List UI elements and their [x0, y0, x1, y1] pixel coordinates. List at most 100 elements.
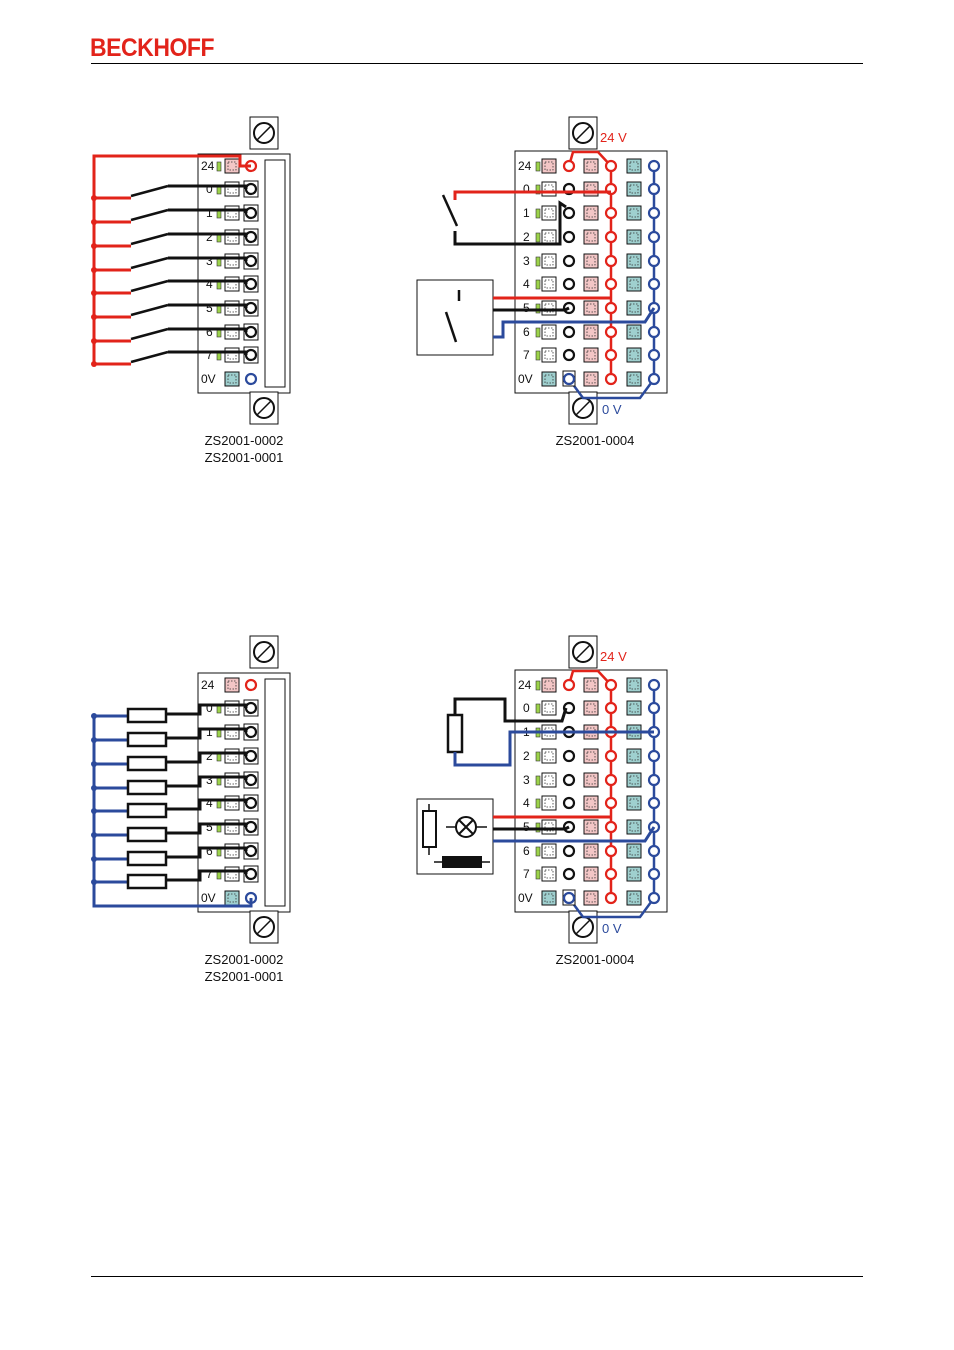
blue-column-pad-0V-mark: [629, 893, 639, 903]
blue-column-pad-3: [626, 253, 642, 269]
input-6-wire: [168, 327, 248, 332]
terminal-label-6: 6: [206, 325, 213, 339]
blue-column-pad-7-mark: [629, 350, 639, 360]
terminal-4-contact: [562, 277, 576, 291]
led-3: [535, 775, 541, 786]
red-column-pad-2: [583, 748, 599, 764]
terminal-6-pad: [224, 843, 240, 859]
red-column-contact-24: [604, 159, 618, 173]
terminal-6-pad: [541, 843, 557, 859]
red-column-pad-24: [583, 677, 599, 693]
terminal-label-0V: 0V: [518, 891, 533, 905]
terminal-0-pad-mark: [544, 184, 554, 194]
load-6: [126, 850, 168, 867]
led-24: [535, 680, 541, 691]
return-wire: [92, 714, 253, 908]
terminal-5-pad: [541, 819, 557, 835]
switch-0-contact: [130, 184, 169, 198]
red-column-pad-6-mark: [586, 846, 596, 856]
terminal-5-pad-mark: [544, 822, 554, 832]
blue-column-pad-2-mark: [629, 232, 639, 242]
terminal-5-pad-mark: [544, 303, 554, 313]
terminal-24-pad-mark: [544, 161, 554, 171]
terminal-4-pad-mark: [544, 279, 554, 289]
load-box-lamp-x2: [458, 819, 474, 835]
caption-line-1: ZS2001-0002: [205, 952, 284, 967]
load-1-resistor: [446, 713, 464, 754]
led-2: [535, 232, 541, 243]
switch-6-node: [91, 338, 97, 344]
terminal-2-pad-mark: [544, 751, 554, 761]
output-4-wire: [166, 798, 248, 811]
blue-column-contact-24: [647, 678, 661, 692]
blue-column-pad-6: [626, 843, 642, 859]
red-column-contact-1: [604, 206, 618, 220]
terminal-label-3: 3: [206, 773, 213, 787]
sensor-contact-lever: [444, 311, 458, 343]
blue-column-pad-0V: [626, 371, 642, 387]
blue-column-contact-0V: [647, 891, 661, 905]
terminal-label-0: 0: [523, 701, 530, 715]
terminal-0v-pad-mark: [227, 893, 237, 903]
switch-4-node: [91, 290, 97, 296]
top-screw-slot: [575, 125, 591, 141]
terminal-6-pad: [224, 324, 240, 340]
terminal-7-pad: [224, 866, 240, 882]
blue-column-pad-0V-mark: [629, 374, 639, 384]
terminal-3-pad-mark: [544, 775, 554, 785]
terminal-label-2: 2: [206, 749, 213, 763]
input-1-wire: [168, 208, 248, 213]
load-0-node: [91, 713, 97, 719]
red-column-pad-0: [583, 181, 599, 197]
red-column-pad-7: [583, 347, 599, 363]
terminal-2-pad: [224, 229, 240, 245]
blue-column-pad-24-mark: [629, 680, 639, 690]
blue-column-pad-5: [626, 819, 642, 835]
terminal-24-pad-mark: [227, 161, 237, 171]
terminal-3-contact: [562, 254, 576, 268]
top-screw-slot: [256, 125, 272, 141]
sensor-ground-wire: [493, 307, 656, 339]
red-column-contact-3: [604, 254, 618, 268]
blue-column-contact-4: [647, 277, 661, 291]
terminal-label-0V: 0V: [518, 372, 533, 386]
led-2: [535, 751, 541, 762]
switch-1-contact: [441, 194, 459, 227]
red-column-pad-0V: [583, 890, 599, 906]
terminal-3-pad: [224, 772, 240, 788]
terminal-7-pad: [224, 347, 240, 363]
red-column-pad-7: [583, 866, 599, 882]
load-4: [126, 802, 168, 819]
red-column-contact-5: [604, 301, 618, 315]
terminal-1-pad: [224, 724, 240, 740]
ground-bridge: [567, 897, 656, 919]
blue-column-pad-0-mark: [629, 184, 639, 194]
red-column-pad-5-mark: [586, 822, 596, 832]
blue-column-pad-0V: [626, 890, 642, 906]
terminal-label-2: 2: [206, 230, 213, 244]
load-4-node: [91, 808, 97, 814]
terminal-4-contact: [562, 796, 576, 810]
red-column-pad-2: [583, 229, 599, 245]
terminal-0v-contact: [562, 891, 576, 905]
red-column-contact-4: [604, 277, 618, 291]
terminal-label-2: 2: [523, 230, 530, 244]
red-column-pad-4: [583, 276, 599, 292]
blue-column-pad-1: [626, 205, 642, 221]
blue-column-contact-24: [647, 159, 661, 173]
terminal-6-pad: [541, 324, 557, 340]
terminal-1-pad: [541, 205, 557, 221]
load-3: [126, 779, 168, 796]
red-column-pad-24-mark: [586, 680, 596, 690]
terminal-3-pad: [541, 772, 557, 788]
red-column-pad-0V-mark: [586, 374, 596, 384]
sensor-box: [416, 279, 494, 356]
blue-column-pad-3-mark: [629, 256, 639, 266]
blue-column-pad-2: [626, 748, 642, 764]
load-5: [126, 826, 168, 843]
switch-5-contact: [130, 303, 169, 317]
output-2-wire: [166, 751, 248, 764]
load-1: [126, 731, 168, 748]
blue-column-pad-2: [626, 229, 642, 245]
blue-column-contact-0: [647, 182, 661, 196]
